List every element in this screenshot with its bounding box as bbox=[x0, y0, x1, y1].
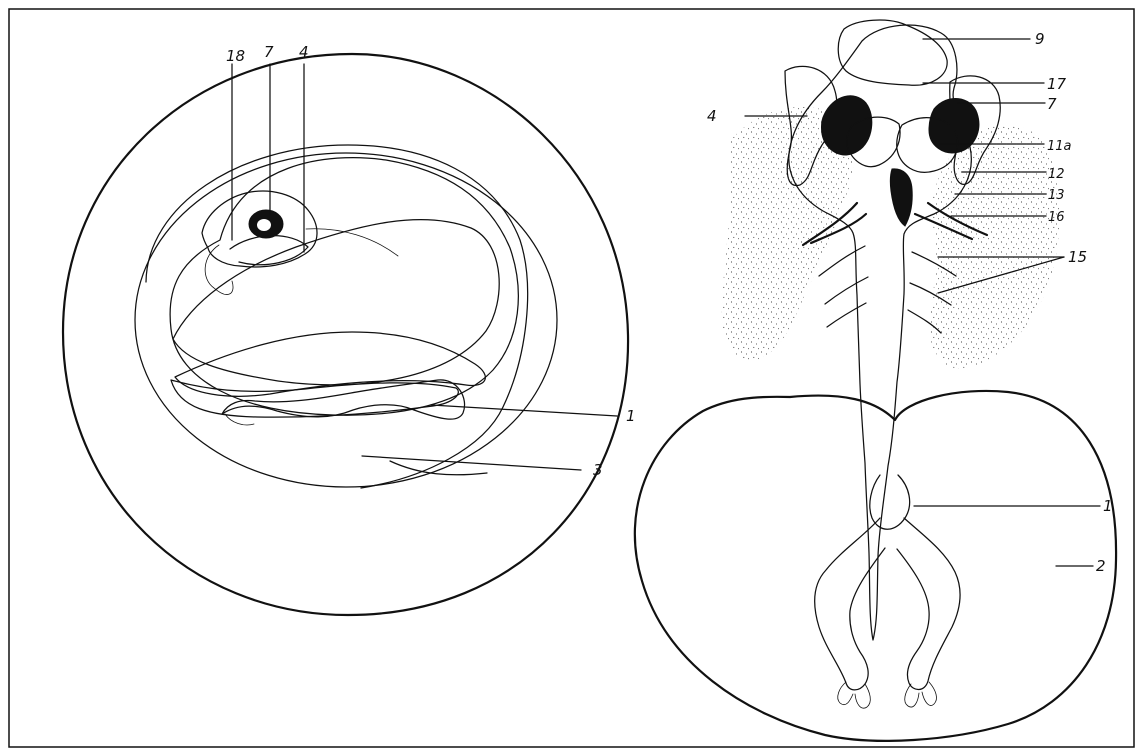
label-16: 16 bbox=[1048, 210, 1065, 225]
label-2: 2 bbox=[1096, 557, 1106, 575]
right-yolk-sac bbox=[635, 391, 1116, 741]
left-yolk-mass bbox=[173, 220, 499, 385]
right-rib-left-1 bbox=[819, 246, 865, 276]
label-4-left: 4 bbox=[299, 43, 309, 61]
label-11a: 11a bbox=[1047, 139, 1072, 154]
right-embryo-drawing: 4 9 17 7 11a 12 13 16 15 1 2 bbox=[635, 20, 1116, 741]
right-eye-right bbox=[929, 98, 979, 152]
label-7-left: 7 bbox=[264, 43, 274, 61]
label-13: 13 bbox=[1048, 188, 1065, 203]
left-eye-highlight bbox=[257, 219, 271, 231]
label-4-right: 4 bbox=[707, 107, 717, 125]
label-1-left: 1 bbox=[626, 407, 636, 425]
label-17: 17 bbox=[1047, 75, 1067, 93]
right-snout bbox=[838, 20, 947, 85]
label-7-right: 7 bbox=[1047, 95, 1057, 113]
left-egg-drawing: 18 7 4 1 3 bbox=[63, 43, 636, 615]
label-18: 18 bbox=[226, 47, 245, 65]
right-right-gill-cloud bbox=[929, 125, 1060, 368]
right-rib-left-3 bbox=[827, 303, 866, 327]
left-mouth-region bbox=[230, 236, 308, 265]
label-1-right: 1 bbox=[1103, 497, 1113, 515]
left-inner-capsule bbox=[135, 153, 557, 487]
left-outer-membrane bbox=[63, 54, 628, 615]
left-embryo-body bbox=[170, 158, 518, 416]
right-rib-left-2 bbox=[825, 277, 868, 304]
right-right-toes-2 bbox=[922, 682, 936, 706]
left-gill-line bbox=[306, 229, 398, 256]
right-left-hindlimb bbox=[815, 518, 885, 690]
right-pelvic-joint bbox=[870, 475, 910, 529]
label-12: 12 bbox=[1048, 167, 1065, 182]
label-3: 3 bbox=[593, 461, 603, 479]
label-15: 15 bbox=[1068, 248, 1087, 266]
right-left-toes bbox=[838, 682, 853, 705]
right-right-hindlimb bbox=[897, 518, 960, 690]
label-9: 9 bbox=[1035, 30, 1045, 48]
pointer-1-left bbox=[431, 405, 617, 416]
right-left-toes-2 bbox=[855, 684, 870, 708]
right-eye-left bbox=[821, 96, 871, 155]
right-notochord-dark bbox=[890, 169, 912, 226]
